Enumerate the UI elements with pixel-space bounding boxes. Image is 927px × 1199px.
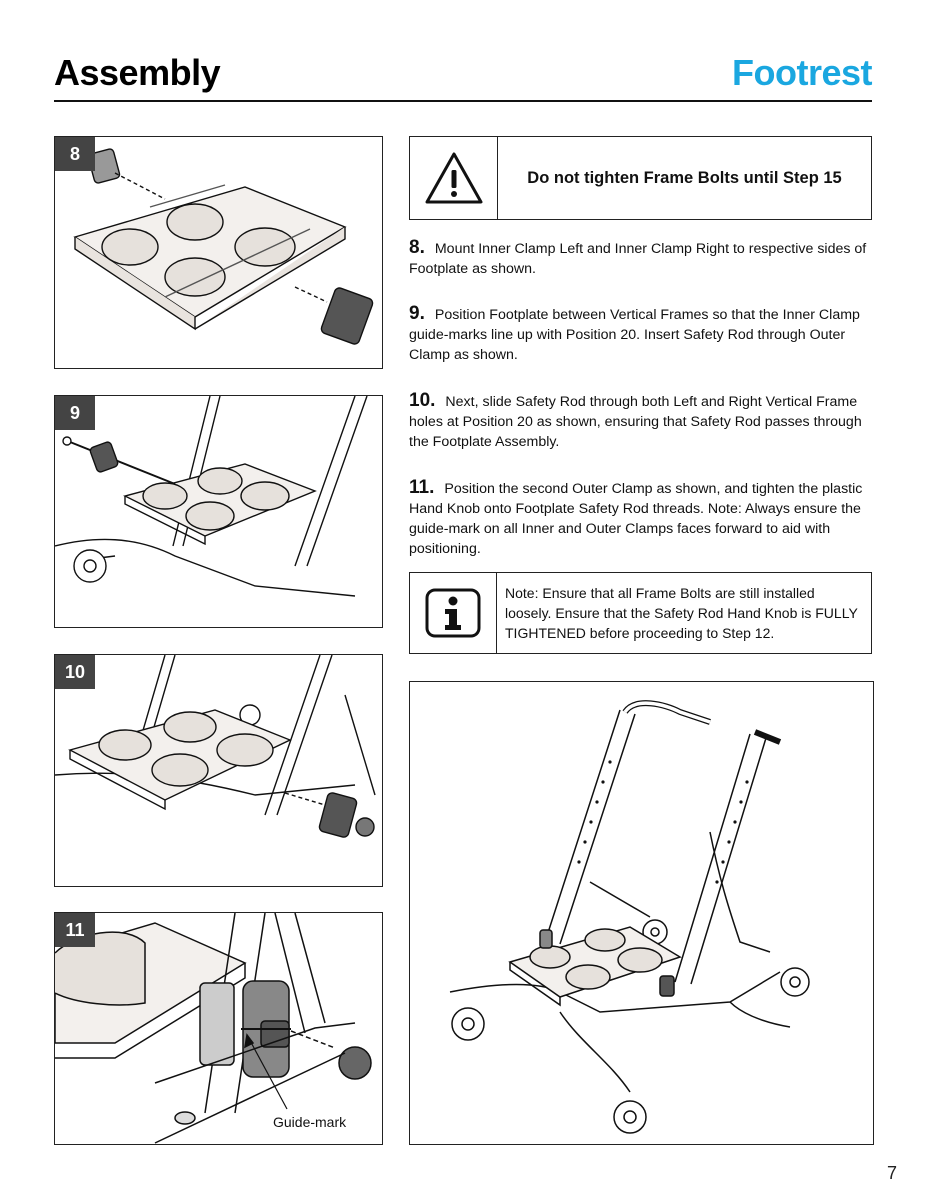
step-text: Mount Inner Clamp Left and Inner Clamp R…: [409, 241, 867, 277]
info-icon-cell: [410, 573, 497, 653]
step-number: 11.: [409, 477, 435, 498]
assembled-frame-illustration: [409, 681, 874, 1145]
header-divider: [54, 100, 872, 102]
step-8-badge: 8: [55, 137, 95, 171]
step-9-illustration: 9: [54, 395, 383, 628]
warning-text: Do not tighten Frame Bolts until Step 15: [527, 168, 842, 187]
page-title: Assembly: [54, 52, 221, 93]
step-9-badge: 9: [55, 396, 95, 430]
note-text: Note: Ensure that all Frame Bolts are st…: [505, 585, 858, 641]
step-11-instruction: 11.Position the second Outer Clamp as sh…: [409, 478, 871, 559]
page-number: 7: [886, 1163, 897, 1183]
note-box: Note: Ensure that all Frame Bolts are st…: [409, 572, 872, 654]
step-number: 8.: [409, 237, 425, 258]
section-title: Footrest: [732, 52, 873, 93]
warning-icon-cell: [410, 137, 498, 219]
step-10-instruction: 10.Next, slide Safety Rod through both L…: [409, 391, 871, 452]
warning-box: Do not tighten Frame Bolts until Step 15: [409, 136, 872, 220]
step-number: 10.: [409, 390, 436, 411]
step-11-illustration: 11 Guide-mark: [54, 912, 383, 1145]
step-11-badge: 11: [55, 913, 95, 947]
guide-mark-detail-drawing: [55, 913, 372, 1144]
step-10-badge: 10: [55, 655, 95, 689]
safety-rod-drawing: [55, 655, 376, 838]
step-8-illustration: 8: [54, 136, 383, 369]
step-text: Position the second Outer Clamp as shown…: [409, 481, 863, 557]
step-text: Position Footplate between Vertical Fram…: [409, 307, 860, 363]
assembled-frame-drawing: [449, 700, 810, 1134]
step-text: Next, slide Safety Rod through both Left…: [409, 394, 862, 450]
step-8-instruction: 8.Mount Inner Clamp Left and Inner Clamp…: [409, 238, 871, 279]
info-icon: [425, 588, 481, 638]
step-10-illustration: 10: [54, 654, 383, 887]
guide-mark-callout: Guide-mark: [273, 1114, 347, 1130]
step-number: 9.: [409, 303, 425, 324]
warning-triangle-icon: [425, 152, 482, 204]
step-9-instruction: 9.Position Footplate between Vertical Fr…: [409, 304, 871, 365]
footplate-clamps-drawing: [73, 148, 374, 345]
footplate-frame-drawing: [55, 396, 368, 597]
